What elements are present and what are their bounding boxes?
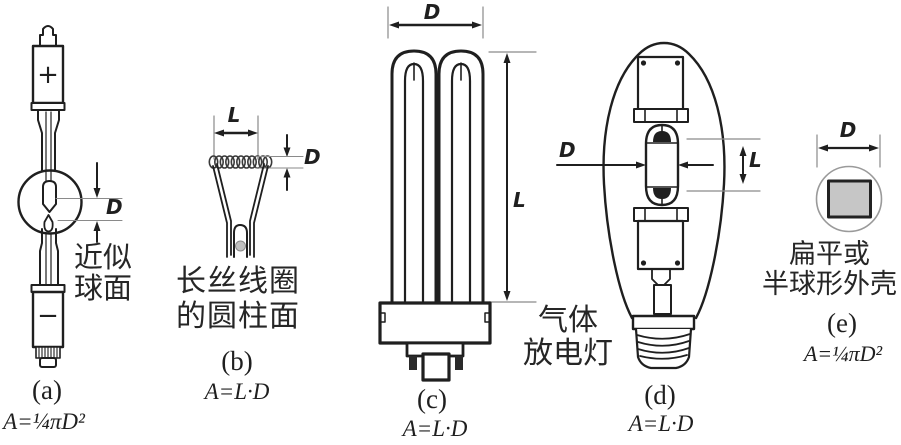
formula-b: A=L·D <box>204 379 270 404</box>
dim-label-d-d: D <box>559 138 576 162</box>
formula-e: A=¼πD² <box>803 341 883 366</box>
lamp-c-drawing <box>378 6 537 382</box>
lamp-d-bottom-frame <box>636 219 685 271</box>
lamp-b-glass-bead <box>235 240 246 252</box>
caption-b-line2: 的圆柱面 <box>176 299 300 334</box>
lamp-a-drawing <box>17 25 123 368</box>
lamp-c-base-housing <box>378 301 492 345</box>
lamp-d-stem <box>653 284 672 315</box>
caption-e-line1: 扁平或 <box>789 239 870 270</box>
cathode-minus-sign: − <box>37 301 59 331</box>
lamp-c-pin <box>455 356 463 370</box>
lamp-e-chip-square <box>827 179 872 219</box>
lamp-e-dim-d-arrow <box>818 144 879 152</box>
dim-label-l-b: L <box>227 103 241 127</box>
lamp-c-dim-d-arrow <box>389 21 482 29</box>
figure-label-e: (e) <box>827 308 857 338</box>
figure-label-a: (a) <box>32 375 62 405</box>
caption-a: 近似 球面 <box>71 242 135 304</box>
caption-b: 长丝线圈 的圆柱面 <box>171 264 305 334</box>
dim-label-d-b: D <box>304 145 321 169</box>
lamp-e-drawing <box>815 134 883 233</box>
lamp-d-dim-d-arrows <box>556 161 714 169</box>
dim-label-d-c: D <box>423 0 441 24</box>
figure-label-b: (b) <box>221 346 253 376</box>
caption-d: 气体 放电灯 <box>518 304 618 370</box>
dim-label-l-c: L <box>513 188 526 212</box>
dim-label-l-d: L <box>749 148 762 172</box>
lamp-a-cathode-body <box>31 290 65 349</box>
formula-c: A=L·D <box>402 416 468 441</box>
caption-d-line1: 气体 <box>538 303 598 338</box>
caption-a-line1: 近似 <box>73 240 132 274</box>
anode-plus-sign: + <box>37 60 59 90</box>
formula-a: A=¼πD² <box>3 409 85 434</box>
dim-label-d-e: D <box>839 118 857 142</box>
caption-e-line2: 半球形外壳 <box>762 269 897 300</box>
lamp-d-dim-l-arrow <box>686 138 761 192</box>
lamp-d-arc-tube <box>644 123 680 207</box>
lamp-e-shell-circle <box>815 165 883 233</box>
lamp-a-dim-d-arrows <box>55 162 123 243</box>
lamp-b-mount-bracket <box>233 224 248 258</box>
dim-label-d-a: D <box>106 195 123 219</box>
lamp-b-dim-l-arrow <box>214 129 258 137</box>
lamp-d-drawing <box>556 41 761 370</box>
caption-b-line1: 长丝线圈 <box>176 264 300 299</box>
caption-e: 扁平或 半球形外壳 <box>757 240 901 300</box>
figure-label-c: (c) <box>417 384 447 414</box>
lamp-c-pin <box>409 356 417 370</box>
lamp-b-drawing <box>208 115 304 258</box>
lamp-d-screw-base <box>634 327 693 370</box>
caption-d-line2: 放电灯 <box>523 336 613 371</box>
caption-a-line2: 球面 <box>73 271 132 305</box>
lamp-c-u-tubes <box>390 49 485 306</box>
lamp-a-top-electrode <box>42 180 57 213</box>
formula-d: A=L·D <box>628 411 694 436</box>
lamp-b-support-wires <box>212 163 269 258</box>
figure-label-d: (d) <box>644 380 676 410</box>
lamp-a-bottom-electrode <box>43 214 54 233</box>
lamp-c-plug <box>421 352 451 382</box>
lamp-b-filament-coil <box>208 155 273 169</box>
lamp-a-top-nub <box>39 25 57 47</box>
lamp-c-dim-l-arrow <box>488 51 537 303</box>
lamp-a-anode-body <box>31 44 65 105</box>
